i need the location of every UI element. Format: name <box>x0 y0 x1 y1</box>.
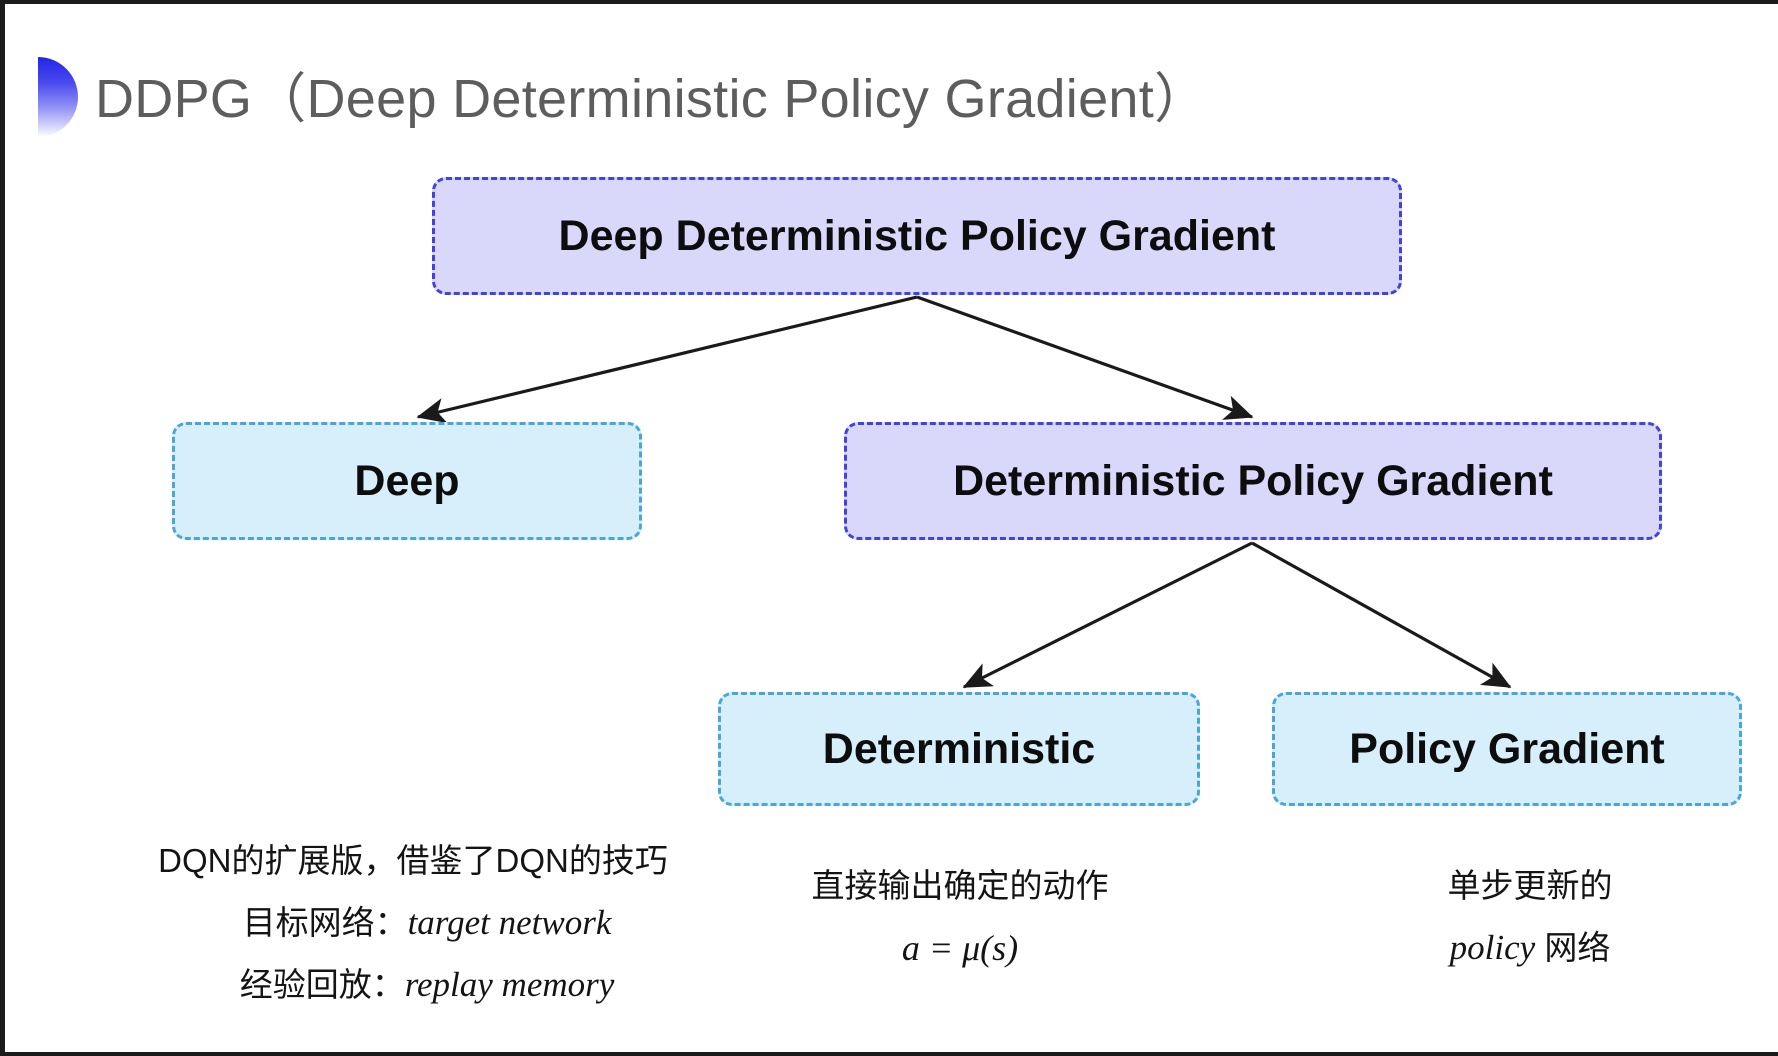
caption-deep-line3: 经验回放：replay memory <box>148 954 678 1016</box>
slide-edge-bottom <box>0 1052 1778 1056</box>
node-deep[interactable]: Deep <box>172 422 642 540</box>
caption-deep: DQN的扩展版，借鉴了DQN的技巧 目标网络：target network 经验… <box>148 830 678 1016</box>
node-label: Policy Gradient <box>1349 724 1665 773</box>
node-policy-gradient[interactable]: Policy Gradient <box>1272 692 1742 806</box>
caption-deep-line2: 目标网络：target network <box>148 892 678 954</box>
caption-deep-line2-label: 目标网络： <box>242 904 408 941</box>
edge-dpg-to-policy-gradient <box>1251 541 1512 689</box>
caption-deterministic: 直接输出确定的动作 a = μ(s) <box>770 855 1150 979</box>
edge-root-to-dpg <box>916 295 1254 420</box>
caption-deep-line1: DQN的扩展版，借鉴了DQN的技巧 <box>158 842 668 879</box>
slide-edge-top <box>0 0 1778 4</box>
node-deterministic[interactable]: Deterministic <box>718 692 1200 806</box>
page-title: DDPG（Deep Deterministic Policy Gradient） <box>95 69 1209 129</box>
half-circle-gradient-icon <box>38 57 78 137</box>
slide-edge-left <box>0 0 5 1056</box>
caption-policy-line1: 单步更新的 <box>1447 867 1613 904</box>
caption-deterministic-line1: 直接输出确定的动作 <box>811 867 1109 904</box>
caption-deterministic-formula: a = μ(s) <box>901 928 1019 968</box>
edge-root-to-deep <box>416 295 918 424</box>
caption-deep-line3-label: 经验回放： <box>239 966 405 1003</box>
node-label: Deterministic <box>822 724 1096 773</box>
caption-policy-line2-value: policy <box>1449 928 1536 967</box>
caption-policy-line2-suffix: 网络 <box>1535 929 1611 966</box>
node-label: Deep Deterministic Policy Gradient <box>558 211 1276 260</box>
node-deterministic-policy-gradient[interactable]: Deterministic Policy Gradient <box>844 422 1662 540</box>
node-label: Deterministic Policy Gradient <box>953 456 1553 505</box>
caption-deep-line2-value: target network <box>407 903 612 942</box>
caption-policy-gradient: 单步更新的 policy 网络 <box>1340 855 1720 979</box>
node-deep-deterministic-policy-gradient[interactable]: Deep Deterministic Policy Gradient <box>432 177 1402 295</box>
caption-deep-line3-value: replay memory <box>404 965 615 1004</box>
edge-dpg-to-deterministic <box>962 541 1253 689</box>
caption-policy-line2: policy 网络 <box>1340 917 1720 979</box>
node-label: Deep <box>354 456 460 505</box>
